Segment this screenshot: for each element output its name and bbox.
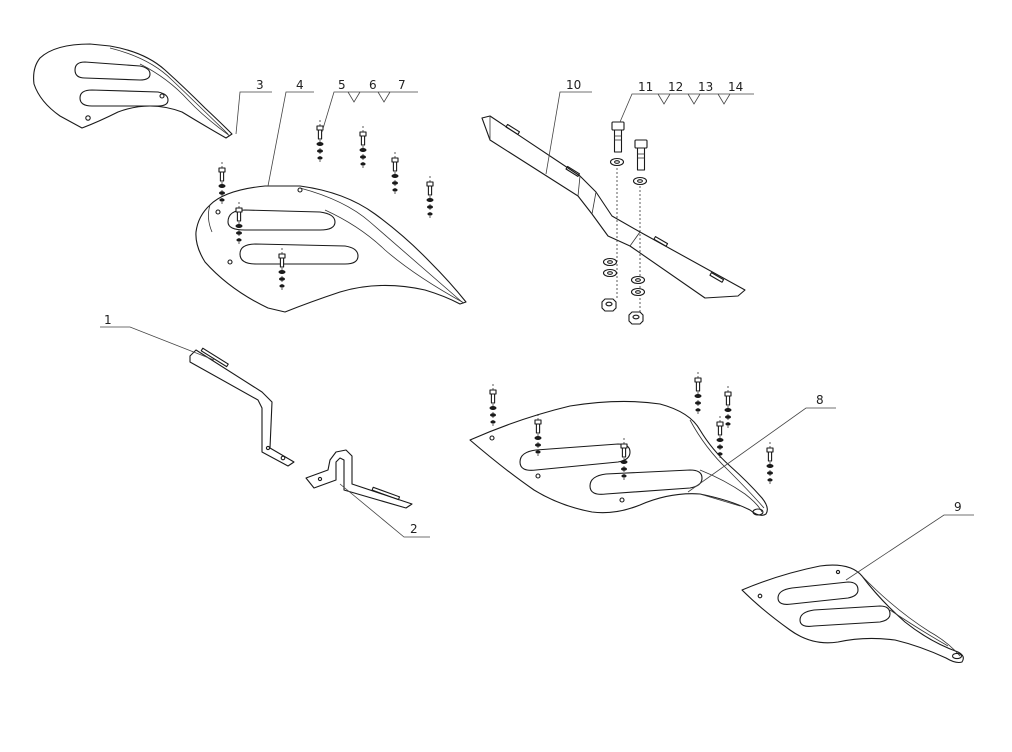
part-3-fender [33,43,233,139]
callout-11: 11 [638,80,653,94]
part-10-hardware [601,121,648,325]
callout-1: 1 [104,313,112,327]
callout-3: 3 [256,78,264,92]
callout-13: 13 [698,80,713,94]
callout-12: 12 [668,80,683,94]
part-1-bracket [189,347,295,467]
callout-10: 10 [566,78,581,92]
callout-14: 14 [728,80,743,94]
callout-2: 2 [410,522,418,536]
callout-9: 9 [954,500,962,514]
part-4-fender [195,185,467,313]
callout-6: 6 [369,78,377,92]
callout-labels: 3 4 5 6 7 10 11 12 13 14 1 2 8 9 [104,78,962,536]
callout-8: 8 [816,393,824,407]
callout-lines [100,91,974,581]
callout-4: 4 [296,78,304,92]
part-8-fender [469,400,768,516]
part-2-bracket [305,449,413,509]
callout-5: 5 [338,78,346,92]
callout-7: 7 [398,78,406,92]
part-9-fender [741,564,964,664]
